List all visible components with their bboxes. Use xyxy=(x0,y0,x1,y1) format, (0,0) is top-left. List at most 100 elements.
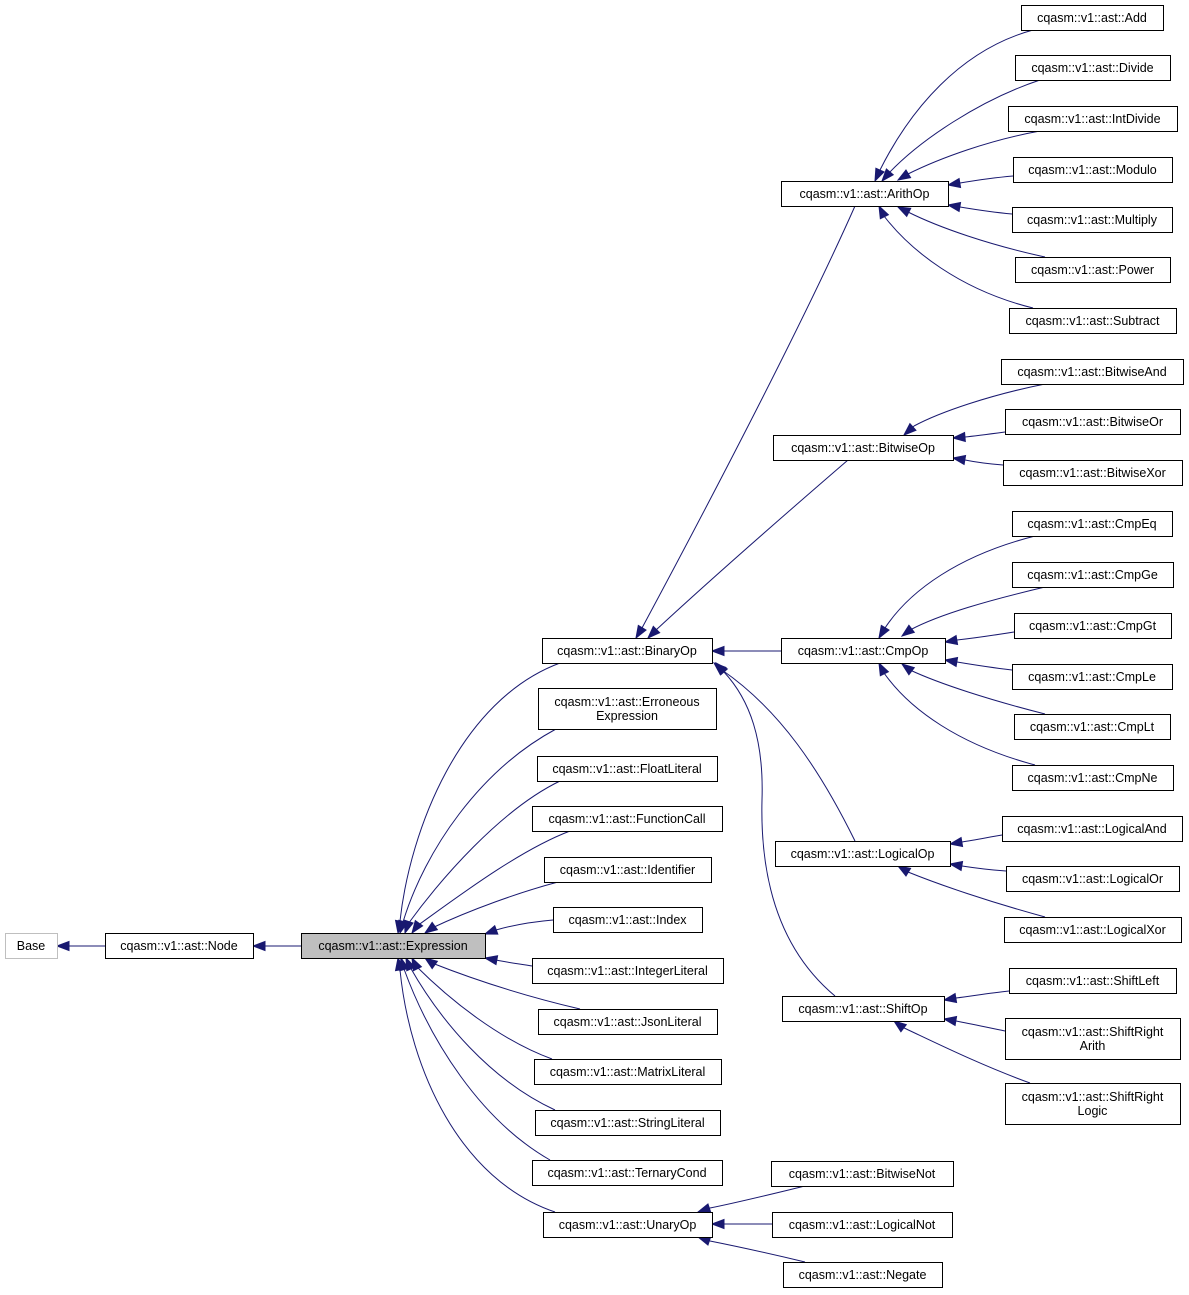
arrow-head-icon xyxy=(646,625,661,640)
class-node-box xyxy=(771,1161,954,1187)
class-node-logicaland[interactable]: cqasm::v1::ast::LogicalAnd xyxy=(1002,816,1183,842)
arrow-head-icon xyxy=(483,955,499,966)
class-node-label: cqasm::v1::ast::Node xyxy=(120,939,237,953)
class-node-index[interactable]: cqasm::v1::ast::Index xyxy=(553,907,703,933)
inherit-edge-power-to-arithop xyxy=(896,206,1046,258)
edge-line xyxy=(964,459,1004,466)
arrow-head-icon xyxy=(902,422,917,436)
inherit-edge-multiply-to-arithop xyxy=(946,201,1013,215)
arrow-head-icon xyxy=(951,454,967,466)
inherit-edge-logicalnot-to-unaryop xyxy=(710,1218,772,1230)
class-node-box xyxy=(5,933,58,959)
arrow-head-icon xyxy=(881,168,895,183)
class-node-logicalxor[interactable]: cqasm::v1::ast::LogicalXor xyxy=(1004,917,1182,943)
edge-line xyxy=(909,669,1046,715)
class-node-power[interactable]: cqasm::v1::ast::Power xyxy=(1015,257,1171,283)
class-node-stringliteral[interactable]: cqasm::v1::ast::StringLiteral xyxy=(535,1110,721,1136)
arrow-head-icon xyxy=(942,992,958,1004)
inherit-edge-functioncall-to-expression xyxy=(411,830,571,935)
class-node-box xyxy=(1012,511,1173,537)
arrow-head-icon xyxy=(878,661,890,677)
class-node-cmpeq[interactable]: cqasm::v1::ast::CmpEq xyxy=(1012,511,1173,537)
class-node-identifier[interactable]: cqasm::v1::ast::Identifier xyxy=(544,857,712,883)
class-node-jsonliteral[interactable]: cqasm::v1::ast::JsonLiteral xyxy=(538,1009,718,1035)
edge-line xyxy=(907,211,1046,258)
class-node-box xyxy=(532,958,724,984)
class-node-box xyxy=(1009,308,1177,334)
edge-line xyxy=(431,962,581,1010)
class-node-bitwiseor[interactable]: cqasm::v1::ast::BitwiseOr xyxy=(1005,409,1181,435)
inherit-edge-subtract-to-arithop xyxy=(878,204,1034,309)
arrow-head-icon xyxy=(943,656,959,668)
class-node-intdivide[interactable]: cqasm::v1::ast::IntDivide xyxy=(1008,106,1178,132)
class-node-box xyxy=(553,907,703,933)
edge-line xyxy=(955,990,1010,999)
class-node-label: cqasm::v1::ast::Divide xyxy=(1031,61,1153,75)
class-node-logicalor[interactable]: cqasm::v1::ast::LogicalOr xyxy=(1006,866,1180,892)
inherit-edge-index-to-expression xyxy=(483,919,554,935)
class-node-logicalnot[interactable]: cqasm::v1::ast::LogicalNot xyxy=(772,1212,953,1238)
class-node-base[interactable]: Base xyxy=(5,933,58,959)
class-node-unaryop[interactable]: cqasm::v1::ast::UnaryOp xyxy=(543,1212,713,1238)
class-node-ternarycond[interactable]: cqasm::v1::ast::TernaryCond xyxy=(532,1160,723,1186)
arrow-head-icon xyxy=(635,624,647,640)
class-node-negate[interactable]: cqasm::v1::ast::Negate xyxy=(783,1262,943,1288)
class-node-bitwisexor[interactable]: cqasm::v1::ast::BitwiseXor xyxy=(1003,460,1183,486)
inherit-edge-add-to-arithop xyxy=(874,29,1034,183)
class-node-modulo[interactable]: cqasm::v1::ast::Modulo xyxy=(1013,157,1173,183)
class-node-node[interactable]: cqasm::v1::ast::Node xyxy=(105,933,254,959)
edge-line xyxy=(959,175,1014,184)
class-node-matrixliteral[interactable]: cqasm::v1::ast::MatrixLiteral xyxy=(534,1059,722,1085)
inherit-edge-cmpne-to-cmpop xyxy=(878,661,1036,766)
class-node-cmpop[interactable]: cqasm::v1::ast::CmpOp xyxy=(781,638,946,664)
arrow-head-icon xyxy=(896,865,912,877)
class-node-integerliteral[interactable]: cqasm::v1::ast::IntegerLiteral xyxy=(532,958,724,984)
arrow-head-icon xyxy=(942,1015,958,1027)
class-node-floatliteral[interactable]: cqasm::v1::ast::FloatLiteral xyxy=(537,756,718,782)
class-node-shiftop[interactable]: cqasm::v1::ast::ShiftOp xyxy=(782,996,945,1022)
class-node-cmpne[interactable]: cqasm::v1::ast::CmpNe xyxy=(1012,765,1174,791)
class-node-cmpgt[interactable]: cqasm::v1::ast::CmpGt xyxy=(1014,613,1172,639)
arrow-head-icon xyxy=(896,206,912,218)
class-node-functioncall[interactable]: cqasm::v1::ast::FunctionCall xyxy=(532,806,723,832)
edge-line xyxy=(709,1240,806,1263)
class-node-box xyxy=(781,638,946,664)
class-node-expression[interactable]: cqasm::v1::ast::Expression xyxy=(301,933,486,959)
class-node-cmpge[interactable]: cqasm::v1::ast::CmpGe xyxy=(1012,562,1174,588)
class-node-label: cqasm::v1::ast::Erroneous xyxy=(554,695,699,709)
class-node-bitwiseop[interactable]: cqasm::v1::ast::BitwiseOp xyxy=(773,435,954,461)
class-node-arithop[interactable]: cqasm::v1::ast::ArithOp xyxy=(781,181,949,207)
edge-line xyxy=(955,1020,1006,1032)
class-node-label: cqasm::v1::ast::CmpGe xyxy=(1027,568,1158,582)
class-node-label: cqasm::v1::ast::LogicalXor xyxy=(1019,923,1166,937)
edge-line xyxy=(956,631,1015,641)
edge-line xyxy=(961,834,1003,843)
inherit-edge-logicalop-to-binaryop xyxy=(712,662,856,842)
class-node-cmplt[interactable]: cqasm::v1::ast::CmpLt xyxy=(1014,714,1171,740)
inherit-edge-bitwiseand-to-bitwiseop xyxy=(902,383,1046,436)
inherit-edge-binaryop-to-expression xyxy=(394,662,561,935)
class-node-binaryop[interactable]: cqasm::v1::ast::BinaryOp xyxy=(542,638,713,664)
class-node-box xyxy=(542,638,713,664)
inherit-edge-arithop-to-binaryop xyxy=(635,205,856,640)
arrow-head-icon xyxy=(943,634,959,646)
class-node-subtract[interactable]: cqasm::v1::ast::Subtract xyxy=(1009,308,1177,334)
arrow-head-icon xyxy=(896,169,912,181)
class-node-logicalop[interactable]: cqasm::v1::ast::LogicalOp xyxy=(775,841,951,867)
class-node-divide[interactable]: cqasm::v1::ast::Divide xyxy=(1015,55,1171,81)
class-node-box xyxy=(1005,1018,1181,1060)
class-node-label: cqasm::v1::ast::Identifier xyxy=(560,863,695,877)
class-node-bitwiseand[interactable]: cqasm::v1::ast::BitwiseAnd xyxy=(1001,359,1184,385)
class-node-shiftleft[interactable]: cqasm::v1::ast::ShiftLeft xyxy=(1009,968,1177,994)
edge-line xyxy=(907,871,1046,918)
class-node-add[interactable]: cqasm::v1::ast::Add xyxy=(1021,5,1164,31)
edge-line xyxy=(956,661,1013,671)
class-node-cmple[interactable]: cqasm::v1::ast::CmpLe xyxy=(1012,664,1173,690)
class-node-box xyxy=(1015,257,1171,283)
class-node-bitwisenot[interactable]: cqasm::v1::ast::BitwiseNot xyxy=(771,1161,954,1187)
class-node-multiply[interactable]: cqasm::v1::ast::Multiply xyxy=(1012,207,1173,233)
class-node-box xyxy=(1012,562,1174,588)
